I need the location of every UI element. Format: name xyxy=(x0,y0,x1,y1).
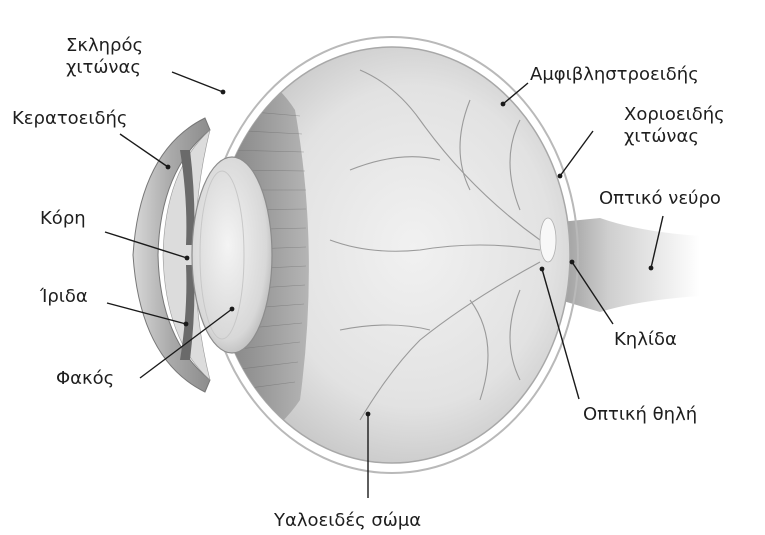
label-optic-nerve: Οπτικό νεύρο xyxy=(599,188,721,210)
lens-shape xyxy=(192,157,272,353)
leader-cornea xyxy=(120,134,168,167)
label-choroid-line1: Χοριοειδής xyxy=(624,104,725,126)
label-choroid: Χοριοειδής χιτώνας xyxy=(624,104,725,148)
label-retina: Αμφιβληστροειδής xyxy=(530,64,699,86)
label-fovea: Κηλίδα xyxy=(614,329,677,351)
leader-choroid xyxy=(560,131,593,176)
optic-nerve-shape xyxy=(560,218,700,312)
label-optic-disc: Οπτική θηλή xyxy=(583,404,697,426)
label-sclera-line1: Σκληρός xyxy=(66,35,143,57)
label-sclera-line2: χιτώνας xyxy=(66,57,143,79)
optic-disc-shape xyxy=(540,218,556,262)
label-lens: Φακός xyxy=(56,368,114,390)
label-vitreous-body: Υαλοειδές σώμα xyxy=(274,510,421,532)
label-sclera: Σκληρός χιτώνας xyxy=(66,35,143,79)
label-iris: Ίριδα xyxy=(40,286,88,308)
label-pupil: Κόρη xyxy=(40,208,86,230)
label-cornea: Κερατοειδής xyxy=(12,108,127,130)
label-choroid-line2: χιτώνας xyxy=(624,126,725,148)
leader-sclera xyxy=(172,72,223,92)
